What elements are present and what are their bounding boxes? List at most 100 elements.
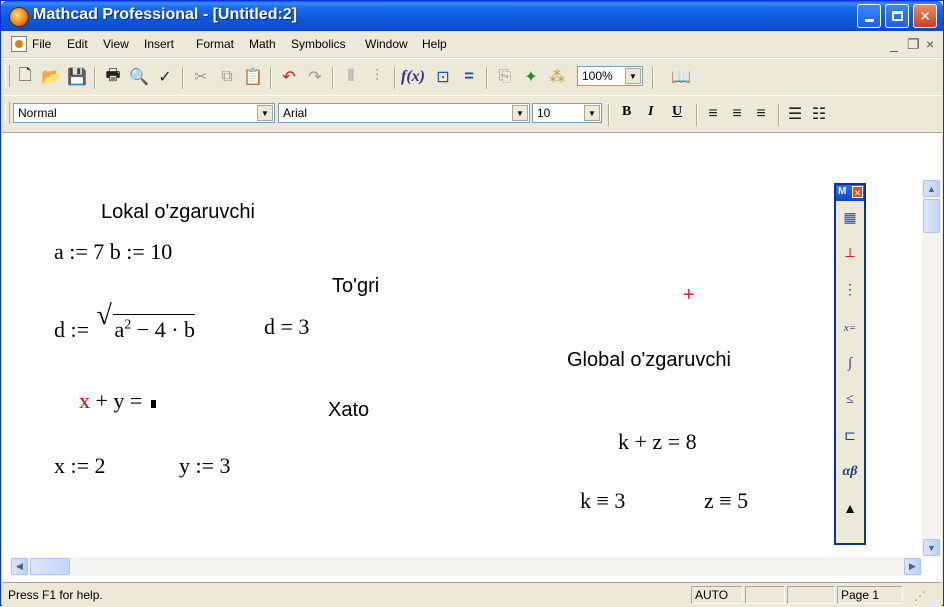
doc-restore-icon[interactable]: ❐	[907, 36, 920, 52]
graph-icon[interactable]: ⟂	[845, 246, 855, 261]
scroll-up-icon[interactable]: ▲	[923, 180, 940, 197]
spell-check-icon[interactable]: ✓	[158, 69, 172, 86]
d-lhs: d :=	[54, 317, 90, 342]
d-definition[interactable]: d := √ a2 − 4 · b	[54, 300, 196, 343]
bold-button[interactable]: B	[622, 104, 632, 119]
programming-icon[interactable]: ⊏	[844, 428, 856, 444]
print-icon[interactable]: 🖶	[105, 66, 121, 84]
xy-expression[interactable]: x + y =	[79, 388, 156, 414]
menu-insert[interactable]: Insert	[144, 37, 175, 51]
scroll-down-icon[interactable]: ▼	[923, 539, 940, 556]
undo-icon[interactable]: ↶	[282, 69, 296, 86]
assign-y[interactable]: y := 3	[179, 453, 231, 478]
mathcad-app-icon[interactable]	[9, 7, 29, 27]
worksheet[interactable]: Lokal o'zgaruvchi a := 7 b := 10 To'gri …	[10, 179, 922, 554]
align-left-icon[interactable]: ≡	[708, 105, 718, 122]
collaboratory-icon[interactable]: ⁂	[549, 69, 565, 86]
print-preview-icon[interactable]: 🔍	[129, 69, 149, 86]
scroll-left-icon[interactable]: ◀	[11, 558, 28, 575]
open-folder-icon[interactable]: 📂	[41, 69, 61, 86]
rad-exp: 2	[124, 317, 132, 333]
underline-button[interactable]: U	[672, 104, 683, 119]
menu-symbolics[interactable]: Symbolics	[291, 37, 346, 51]
menu-file[interactable]: File	[32, 37, 52, 51]
zoom-select[interactable]: 100% ▼	[577, 66, 643, 86]
doc-close-icon[interactable]: ×	[926, 36, 935, 52]
menu-edit[interactable]: Edit	[67, 37, 88, 51]
formatting-toolbar: Normal ▼ Arial ▼ 10 ▼ B I U ≡ ≡ ≡ ☰ ☷	[2, 95, 942, 133]
heading-local[interactable]: Lokal o'zgaruvchi	[101, 201, 255, 223]
new-file-icon[interactable]: 🗋	[18, 66, 32, 84]
insert-unit-icon[interactable]: ⊡	[436, 69, 450, 86]
menu-math[interactable]: Math	[249, 37, 276, 51]
insert-component-icon[interactable]: ⎘	[498, 68, 512, 85]
label-correct[interactable]: To'gri	[332, 275, 380, 297]
insert-function-icon[interactable]: f(x)	[401, 68, 425, 85]
vertical-scroll-thumb[interactable]	[923, 199, 940, 233]
save-icon[interactable]: 💾	[67, 69, 87, 86]
greek-icon[interactable]: αβ	[842, 464, 858, 479]
assign-x[interactable]: x := 2	[54, 453, 106, 478]
chevron-down-icon[interactable]: ▼	[584, 105, 600, 121]
scroll-right-icon[interactable]: ▶	[904, 558, 921, 575]
matrix-icon[interactable]: ⋮	[843, 282, 857, 298]
heading-global[interactable]: Global o'zgaruvchi	[567, 349, 731, 371]
toolbar-grip[interactable]	[5, 102, 10, 124]
symbolic-icon[interactable]: ▲	[843, 502, 857, 517]
copy-icon[interactable]: ⧉	[221, 68, 233, 85]
palette-close-icon[interactable]: ✕	[852, 186, 863, 198]
align-down-icon[interactable]: ⫶	[374, 68, 379, 85]
calculator-icon[interactable]: ▦	[843, 210, 857, 226]
font-select[interactable]: Arial ▼	[278, 103, 530, 123]
horizontal-scroll-thumb[interactable]	[30, 558, 70, 575]
assign-ab[interactable]: a := 7 b := 10	[54, 239, 173, 264]
numbering-icon[interactable]: ☷	[811, 106, 827, 123]
align-center-icon[interactable]: ≡	[732, 105, 742, 122]
menu-window[interactable]: Window	[365, 37, 408, 51]
d-result[interactable]: d = 3	[264, 314, 310, 339]
standard-toolbar: 🗋 📂 💾 🖶 🔍 ✓ ✂ ⧉ 📋 ↶ ↷ ⫴ ⫶ f(x) ⊡ = ⎘ ✦ ⁂…	[2, 58, 942, 96]
title-bar[interactable]: Mathcad Professional - [Untitled:2] ✕	[1, 1, 943, 31]
minimize-button[interactable]	[857, 4, 881, 28]
z-global[interactable]: z ≡ 5	[704, 488, 749, 513]
style-value: Normal	[18, 106, 57, 120]
help-book-icon[interactable]: 📖	[671, 69, 691, 86]
label-error[interactable]: Xato	[328, 399, 370, 421]
bullets-icon[interactable]: ☰	[787, 106, 803, 123]
close-button[interactable]: ✕	[913, 4, 937, 28]
menu-view[interactable]: View	[103, 37, 129, 51]
doc-minimize-icon[interactable]: _	[890, 36, 898, 52]
align-right-icon[interactable]: ≡	[756, 105, 766, 122]
radical: √ a2 − 4 · b	[97, 300, 196, 343]
rad-a: a	[114, 317, 125, 342]
kz-sum[interactable]: k + z = 8	[618, 429, 697, 454]
k-global[interactable]: k ≡ 3	[580, 488, 626, 513]
resources-icon[interactable]: ✦	[524, 69, 538, 86]
calculate-icon[interactable]: =	[464, 68, 474, 85]
palette-title-bar[interactable]: M ✕	[836, 185, 864, 201]
math-palette[interactable]: M ✕ ▦ ⟂ ⋮ x= ∫ ≤ ⊏ αβ ▲	[834, 183, 866, 545]
menu-format[interactable]: Format	[196, 37, 235, 51]
document-icon[interactable]	[11, 36, 27, 52]
horizontal-scrollbar[interactable]: ◀ ▶	[10, 557, 922, 576]
chevron-down-icon[interactable]: ▼	[512, 105, 528, 121]
boolean-icon[interactable]: ≤	[846, 392, 854, 407]
window-title: Mathcad Professional - [Untitled:2]	[33, 6, 298, 23]
calculus-icon[interactable]: ∫	[848, 356, 852, 371]
chevron-down-icon[interactable]: ▼	[625, 68, 641, 84]
menu-help[interactable]: Help	[422, 37, 447, 51]
style-select[interactable]: Normal ▼	[13, 103, 275, 123]
chevron-down-icon[interactable]: ▼	[257, 105, 273, 121]
status-cell-blank-2	[787, 586, 835, 604]
evaluation-icon[interactable]: x=	[843, 322, 857, 334]
toolbar-grip[interactable]	[5, 65, 10, 87]
align-across-icon[interactable]: ⫴	[347, 68, 355, 85]
cut-icon[interactable]: ✂	[194, 69, 208, 86]
paste-icon[interactable]: 📋	[243, 69, 263, 86]
italic-button[interactable]: I	[648, 104, 654, 119]
redo-icon[interactable]: ↷	[308, 69, 322, 86]
vertical-scrollbar[interactable]: ▲ ▼	[922, 179, 941, 557]
resize-grip-icon[interactable]: ⋰	[914, 589, 926, 603]
maximize-button[interactable]	[885, 4, 909, 28]
font-size-select[interactable]: 10 ▼	[532, 103, 602, 123]
